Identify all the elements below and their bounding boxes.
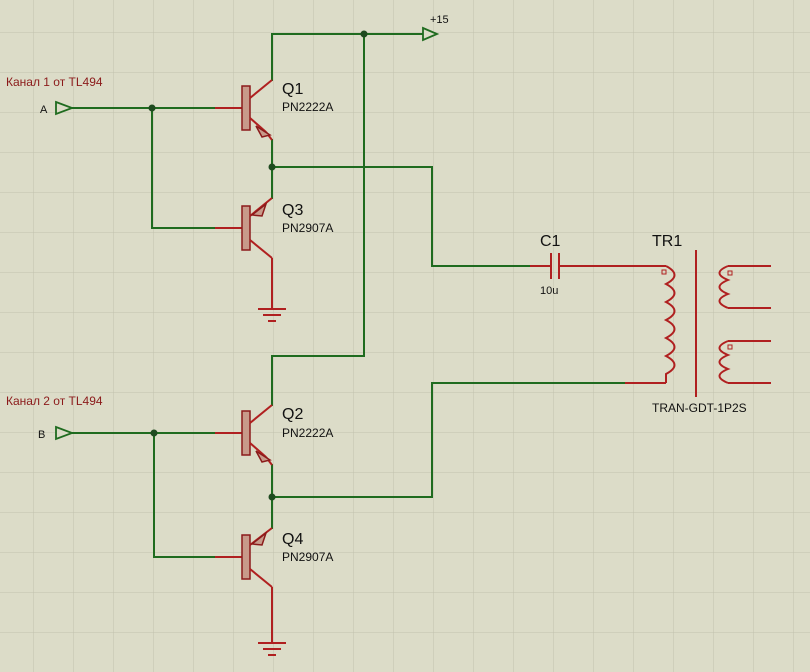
supply-terminal[interactable] [422,26,440,42]
q4-model: PN2907A [282,550,333,564]
wire-node1-to-c1 [271,166,531,267]
transformer-tr1[interactable] [625,250,771,397]
secondary-winding-1 [718,265,731,309]
emitter-arrow [250,530,268,546]
input-b-note: Канал 2 от TL494 [6,394,103,408]
wires [71,33,626,558]
junction-dot [360,30,368,38]
wire-supply-rail [271,33,424,81]
input-a-note: Канал 1 от TL494 [6,75,103,89]
transistor-q4[interactable] [215,527,273,642]
primary-winding [663,265,676,383]
q2-model: PN2222A [282,426,333,440]
input-b-label: B [38,429,45,441]
tr1-ref: TR1 [652,233,682,250]
junction-dot [268,163,276,171]
junction-dot [148,104,156,112]
wire-node2-to-tr1 [271,382,626,498]
q3-model: PN2907A [282,221,333,235]
q4-ref: Q4 [282,531,303,548]
wire-a-to-q3 [151,107,216,229]
primary-dot [661,269,667,275]
transistor-q2[interactable] [215,404,273,466]
tr1-model: TRAN-GDT-1P2S [652,401,747,415]
secondary-winding-2 [718,340,731,384]
ground-symbol-1 [258,308,286,322]
wire-supply-to-q2 [271,33,365,406]
input-terminal-a[interactable] [55,100,75,116]
supply-label: +15 [430,14,449,26]
emitter-arrow [250,201,268,217]
capacitor-c1[interactable] [530,253,625,279]
q1-ref: Q1 [282,81,303,98]
q1-model: PN2222A [282,100,333,114]
ground-symbol-2 [258,642,286,656]
junction-dot [268,493,276,501]
transistor-q1[interactable] [215,79,273,141]
junction-dot [150,429,158,437]
emitter-arrow [255,450,272,463]
q3-ref: Q3 [282,202,303,219]
emitter-arrow [255,125,272,138]
junctions [148,30,368,501]
input-terminal-b[interactable] [55,425,75,441]
wire-b-to-q4 [153,432,216,558]
q2-ref: Q2 [282,406,303,423]
transistor-q3[interactable] [215,197,273,308]
c1-value: 10u [540,285,558,297]
input-a-label: A [40,104,48,116]
c1-ref: C1 [540,233,561,250]
